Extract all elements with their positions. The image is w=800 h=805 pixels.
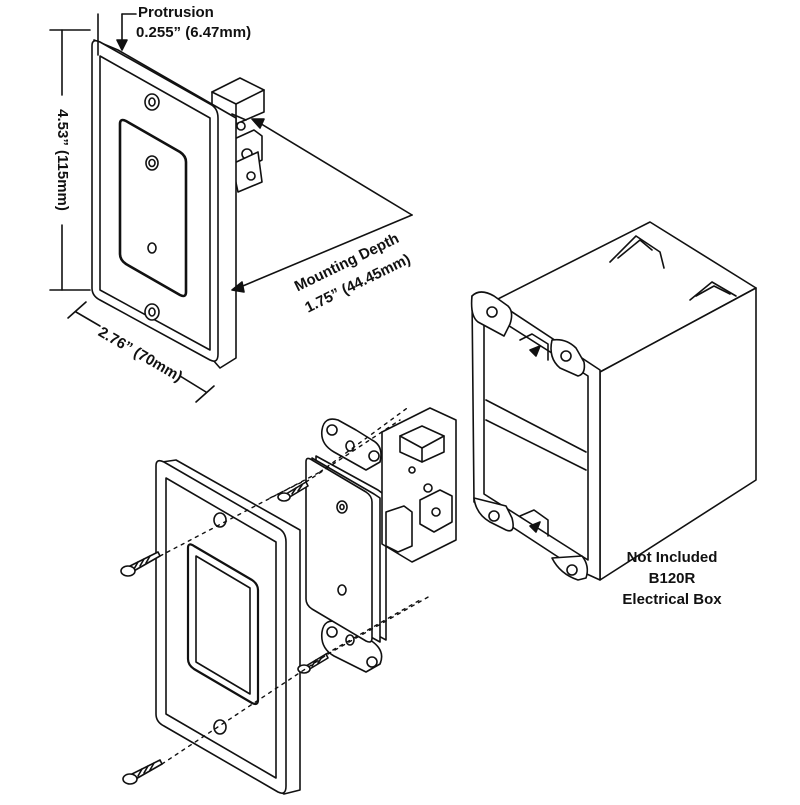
width-dimension — [67, 301, 215, 403]
height-dimension — [49, 29, 91, 291]
screw-bottom-left — [122, 759, 163, 785]
box-note-line3: Electrical Box — [622, 591, 722, 608]
screw-top-left — [120, 551, 161, 577]
assembled-wall-plate — [91, 39, 265, 369]
electrical-box — [470, 221, 757, 581]
screw-device-top — [277, 481, 309, 502]
height-label: 4.53” (115mm) — [54, 109, 71, 211]
protrusion-value: 0.255” (6.47mm) — [136, 24, 252, 41]
exploded-device — [305, 407, 457, 673]
depth-dimension — [231, 118, 413, 293]
plate-insert — [118, 118, 188, 298]
protrusion-dimension — [97, 13, 137, 56]
box-note-line1: Not Included — [626, 549, 718, 566]
alignment-lines — [159, 405, 431, 765]
protrusion-title: Protrusion — [138, 4, 214, 21]
box-note-line2: B120R — [648, 570, 696, 587]
exploded-wall-plate — [155, 459, 301, 795]
